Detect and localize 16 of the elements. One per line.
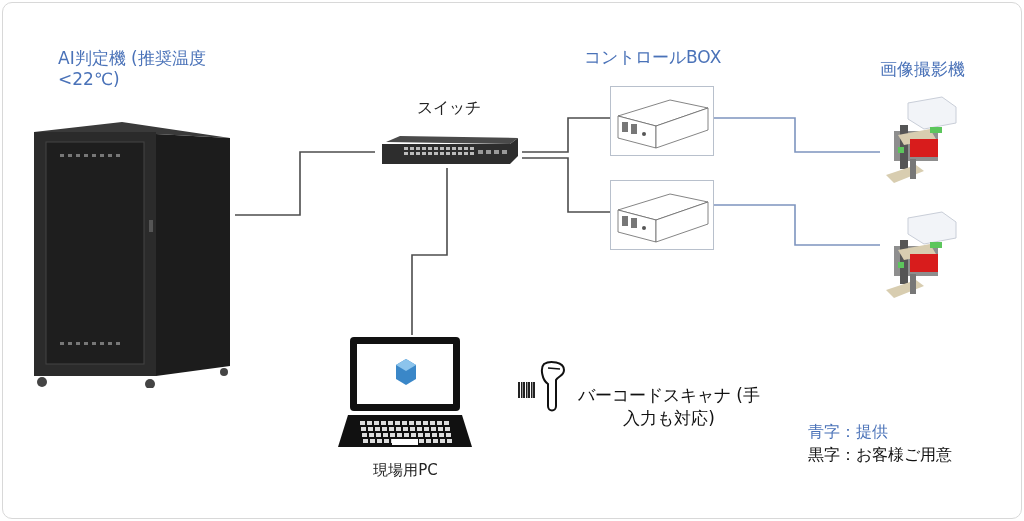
cable-line bbox=[411, 167, 448, 336]
control-box-drawing bbox=[610, 180, 714, 250]
control-box-drawing bbox=[610, 86, 714, 156]
device-label: コントロールBOX bbox=[584, 46, 722, 69]
legend-note: 青字：提供 bbox=[808, 421, 888, 443]
cable-line bbox=[234, 151, 376, 216]
legend-note: 黒字：お客様ご用意 bbox=[808, 444, 952, 466]
cable-line bbox=[713, 204, 881, 246]
device-label: 画像撮影機 bbox=[880, 58, 965, 81]
cable-line bbox=[521, 117, 611, 153]
device-heading: AI判定機 (推奨温度<22℃) bbox=[58, 48, 207, 91]
scanner-label: バーコードスキャナ (手入力も対応) bbox=[576, 384, 761, 430]
device-label: スイッチ bbox=[416, 98, 481, 118]
device-label: 現場用PC bbox=[373, 461, 438, 480]
cable-line bbox=[521, 157, 611, 213]
cable-line bbox=[713, 117, 881, 153]
